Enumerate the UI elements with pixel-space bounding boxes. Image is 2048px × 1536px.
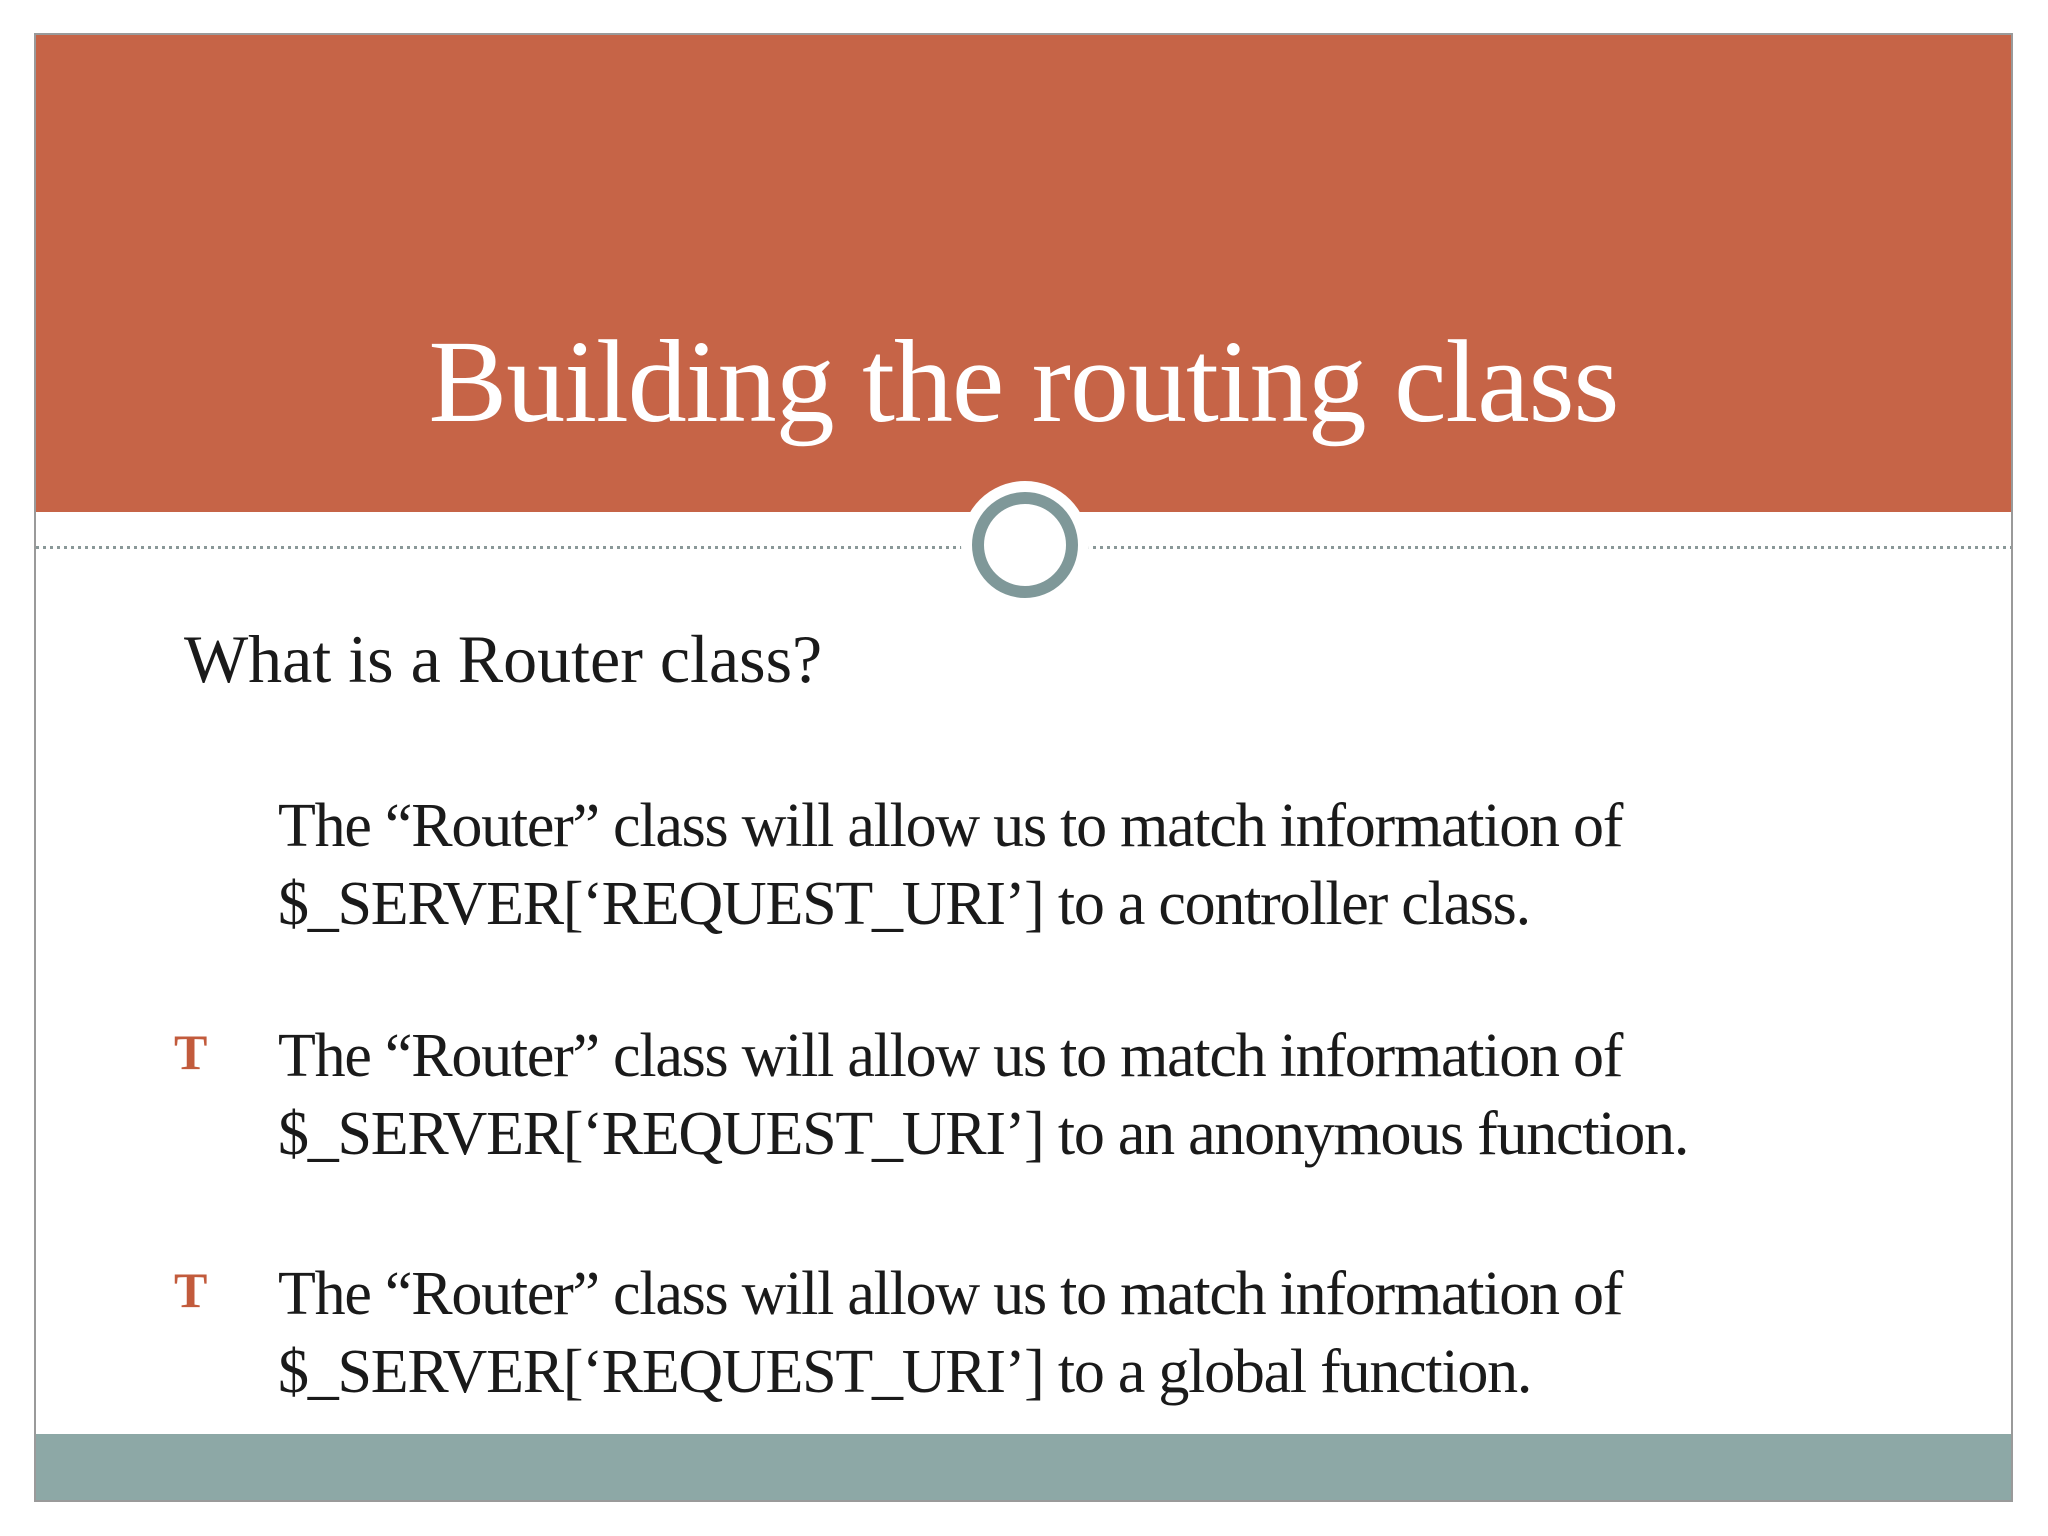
header-band	[36, 35, 2011, 512]
bullet-line: $_SERVER[‘REQUEST_URI’] to a controller …	[278, 870, 1531, 938]
bullet-line: The “Router” class will allow us to matc…	[278, 1022, 1623, 1090]
bullet-line: $_SERVER[‘REQUEST_URI’] to an anonymous …	[278, 1100, 1689, 1168]
body-heading: What is a Router class?	[184, 621, 823, 697]
bullet-line: $_SERVER[‘REQUEST_URI’] to a global func…	[278, 1338, 1532, 1406]
bullet-line: The “Router” class will allow us to matc…	[278, 792, 1623, 860]
footer-bar	[36, 1434, 2011, 1500]
bullet-item-1: The “Router” class will allow us to matc…	[278, 787, 1623, 943]
bullet-marker: T	[174, 1262, 208, 1318]
bullet-item-2: The “Router” class will allow us to matc…	[278, 1017, 1689, 1173]
bullet-line: The “Router” class will allow us to matc…	[278, 1260, 1623, 1328]
slide-title: Building the routing class	[428, 316, 1620, 447]
bullet-marker: T	[174, 1024, 208, 1080]
slide: Building the routing class What is a Rou…	[34, 33, 2013, 1502]
circle-ornament-icon	[972, 492, 1078, 598]
bullet-item-3: The “Router” class will allow us to matc…	[278, 1255, 1623, 1411]
